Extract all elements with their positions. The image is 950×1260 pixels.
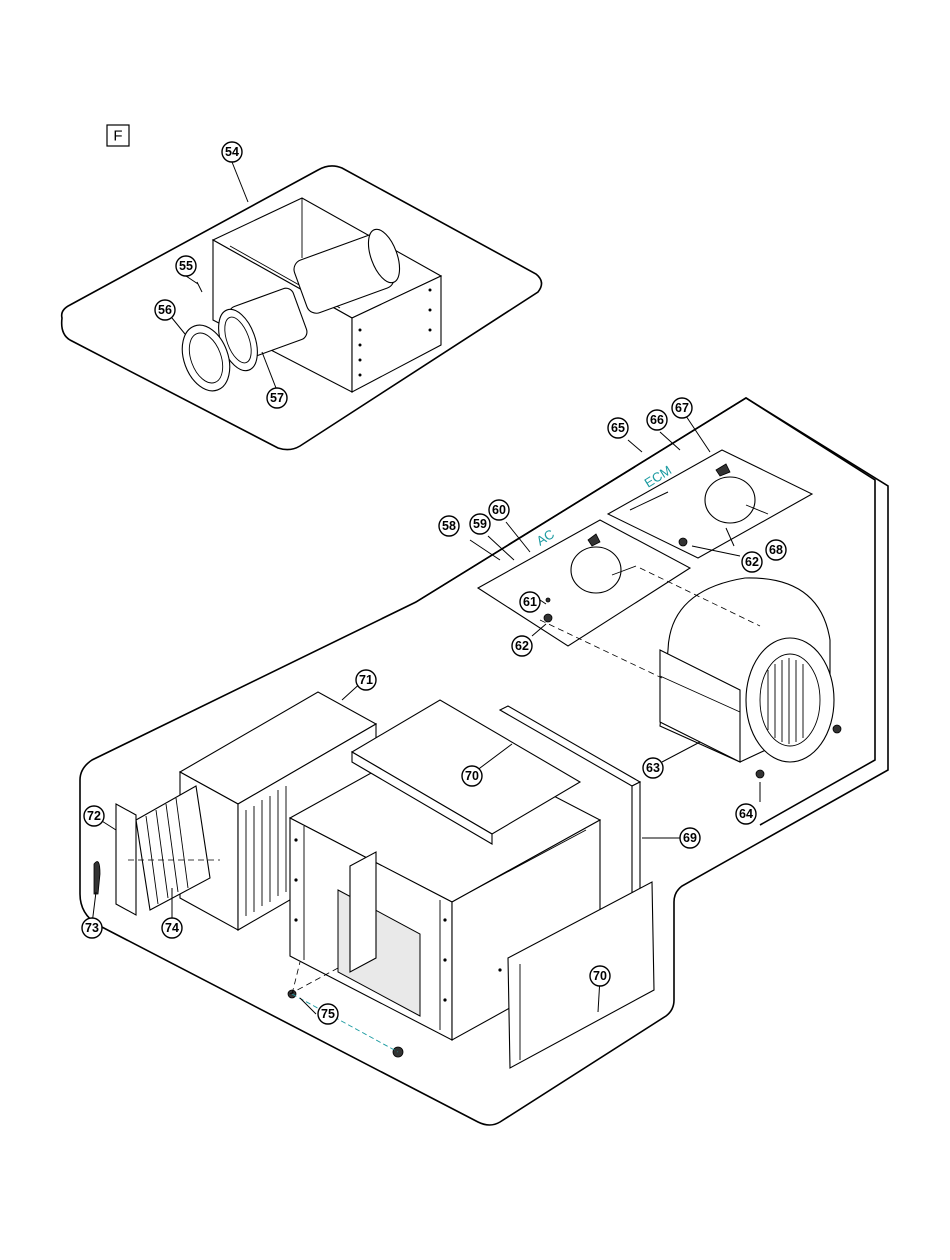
svg-text:58: 58: [442, 519, 456, 533]
door-latch: [94, 862, 100, 894]
callout-74: 74: [162, 918, 182, 938]
callout-66: 66: [647, 410, 667, 430]
svg-text:60: 60: [492, 503, 506, 517]
callout-70-top: 70: [462, 766, 482, 786]
svg-text:70: 70: [465, 769, 479, 783]
svg-text:62: 62: [745, 555, 759, 569]
callout-68: 68: [766, 540, 786, 560]
plenum-box: [211, 198, 441, 392]
callout-59: 59: [470, 514, 490, 534]
callout-64: 64: [736, 804, 756, 824]
svg-text:75: 75: [321, 1007, 335, 1021]
svg-text:63: 63: [646, 761, 660, 775]
svg-text:70: 70: [593, 969, 607, 983]
svg-text:55: 55: [179, 259, 193, 273]
callout-60: 60: [489, 500, 509, 520]
callout-75: 75: [318, 1004, 338, 1024]
callout-71: 71: [356, 670, 376, 690]
section-label: F: [113, 128, 122, 145]
svg-text:71: 71: [359, 673, 373, 687]
svg-text:74: 74: [165, 921, 179, 935]
filter-door: [116, 804, 136, 915]
callout-73: 73: [82, 918, 102, 938]
blower-housing: [660, 578, 841, 762]
callout-58: 58: [439, 516, 459, 536]
svg-text:61: 61: [523, 595, 537, 609]
callout-56: 56: [155, 300, 175, 320]
svg-text:69: 69: [683, 831, 697, 845]
callout-57: 57: [267, 388, 287, 408]
svg-text:54: 54: [225, 145, 239, 159]
callout-65: 65: [608, 418, 628, 438]
callout-69: 69: [680, 828, 700, 848]
callout-62-ecm: 62: [742, 552, 762, 572]
svg-text:72: 72: [87, 809, 101, 823]
svg-text:68: 68: [769, 543, 783, 557]
callout-62-ac: 62: [512, 636, 532, 656]
isolator: [756, 770, 764, 778]
callout-54: 54: [222, 142, 242, 162]
svg-text:73: 73: [85, 921, 99, 935]
svg-text:56: 56: [158, 303, 172, 317]
svg-text:59: 59: [473, 517, 487, 531]
callout-61: 61: [520, 592, 540, 612]
svg-text:65: 65: [611, 421, 625, 435]
ac-label: AC: [534, 526, 557, 548]
callout-67: 67: [672, 398, 692, 418]
callout-55: 55: [176, 256, 196, 276]
svg-text:64: 64: [739, 807, 753, 821]
section-label-box: F: [107, 125, 129, 146]
plenum-assembly-group: [62, 162, 542, 450]
svg-text:67: 67: [675, 401, 689, 415]
callout-72: 72: [84, 806, 104, 826]
svg-text:66: 66: [650, 413, 664, 427]
callout-63: 63: [643, 758, 663, 778]
svg-text:57: 57: [270, 391, 284, 405]
cabinet-assembly: [92, 680, 680, 1068]
callout-70-side: 70: [590, 966, 610, 986]
svg-text:62: 62: [515, 639, 529, 653]
